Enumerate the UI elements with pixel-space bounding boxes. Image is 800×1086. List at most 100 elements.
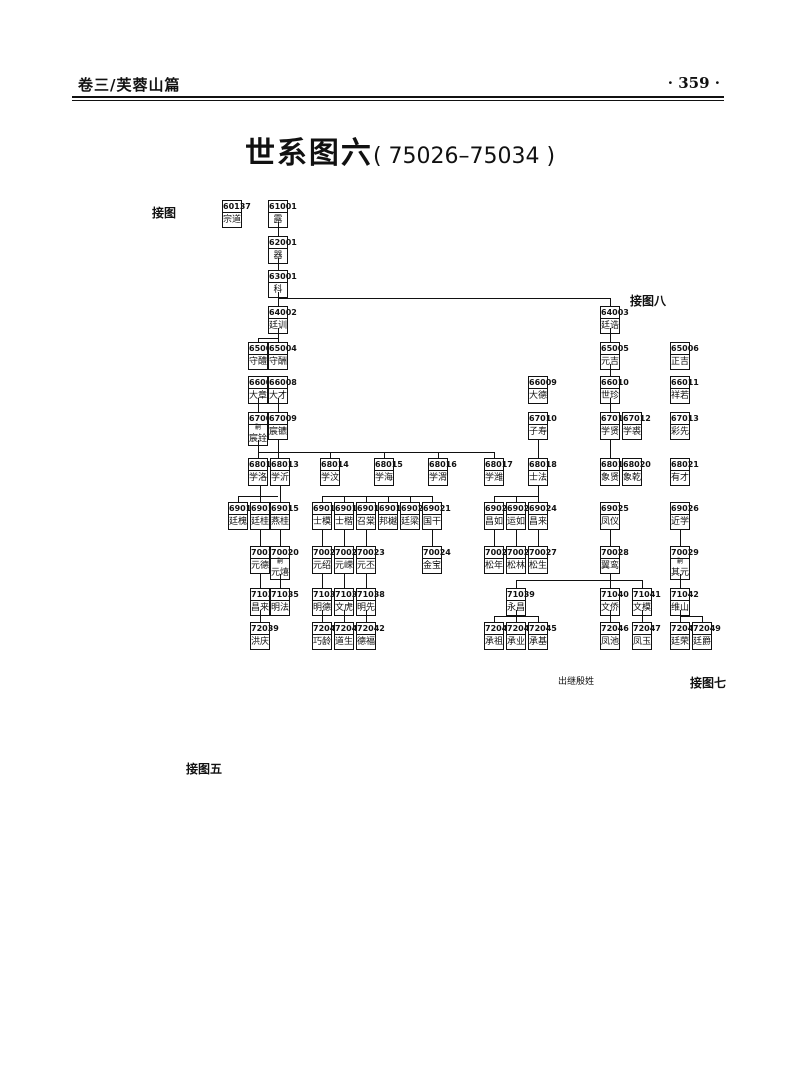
person-name: 道生: [335, 637, 354, 648]
person-id: 69022: [485, 503, 513, 516]
person-id: 68018: [529, 459, 557, 472]
person-name: 召棠: [357, 517, 376, 528]
person-id: 65003: [249, 343, 277, 356]
person-name: 其元: [671, 566, 689, 579]
connector-line: [538, 616, 539, 622]
person-name: 金宝: [423, 561, 442, 572]
person-name: 祥若: [671, 391, 690, 402]
person-name: 宗道: [223, 215, 242, 226]
person-id: 72043: [485, 623, 513, 636]
person-id: 67009: [269, 413, 297, 426]
person-id: 71036: [313, 589, 341, 602]
connector-line: [366, 496, 367, 502]
person-name: 学渭: [429, 473, 448, 484]
connector-line: [260, 530, 261, 546]
running-head: 卷三/芙蓉山篇: [78, 76, 181, 94]
connector-line: [258, 398, 259, 412]
person-name: 承祖: [485, 637, 504, 648]
person-id: 69021: [423, 503, 451, 516]
person-id: 66011: [671, 377, 699, 390]
person-name: 松生: [529, 561, 548, 572]
connector-line: [344, 574, 345, 588]
connector-line: [280, 486, 281, 502]
person-name: 露: [273, 215, 283, 226]
person-id: 67011: [601, 413, 629, 426]
person-name: 学潍: [485, 473, 504, 484]
person-name: 学洛: [249, 473, 268, 484]
person-id: 71040: [601, 589, 629, 602]
connector-line: [642, 580, 643, 588]
person-name: 守醴: [249, 357, 268, 368]
connector-line: [322, 530, 323, 546]
person-id: 72048: [671, 623, 699, 636]
branch-7-label: 接图七: [690, 676, 727, 690]
person-id: 68019: [601, 459, 629, 472]
page-title: 世系图六( 75026–75034 ): [0, 128, 800, 172]
person-id: 70025: [485, 547, 513, 560]
person-id: 68017: [485, 459, 513, 472]
person-name: 士楷: [335, 517, 354, 528]
connector-line: [258, 338, 259, 342]
person-name: 彩先: [671, 427, 690, 438]
person-name: 有才: [671, 473, 690, 484]
person-id: 72039: [251, 623, 279, 636]
connector-line: [322, 496, 432, 497]
person-id: 68016: [429, 459, 457, 472]
connector-line: [260, 486, 261, 502]
person-name: 元丕: [357, 561, 376, 572]
connector-line: [366, 530, 367, 546]
person-name: 子寿: [529, 427, 548, 438]
connector-line: [366, 610, 367, 622]
person-id: 69016: [313, 503, 341, 516]
person-id: 70021: [313, 547, 341, 560]
connector-line: [258, 452, 494, 453]
person-name: 廷荣: [671, 637, 690, 648]
person-name: 宸镳: [269, 427, 288, 438]
person-id: 69023: [507, 503, 535, 516]
person-id: 61001: [269, 201, 297, 214]
person-name: 元吉: [601, 357, 620, 368]
connector-line: [260, 610, 261, 622]
connector-line: [494, 496, 495, 502]
person-id: 70024: [423, 547, 451, 560]
person-name: 翼鸾: [601, 561, 620, 572]
person-name: 凤池: [601, 637, 620, 648]
person-id: 68012: [249, 459, 277, 472]
connector-line: [278, 292, 279, 306]
person-id: 65005: [601, 343, 629, 356]
person-id: 71042: [671, 589, 699, 602]
person-name: 廷桂: [251, 517, 270, 528]
person-id: 72045: [529, 623, 557, 636]
connector-line: [280, 530, 281, 546]
person-name: 凤玉: [633, 637, 652, 648]
